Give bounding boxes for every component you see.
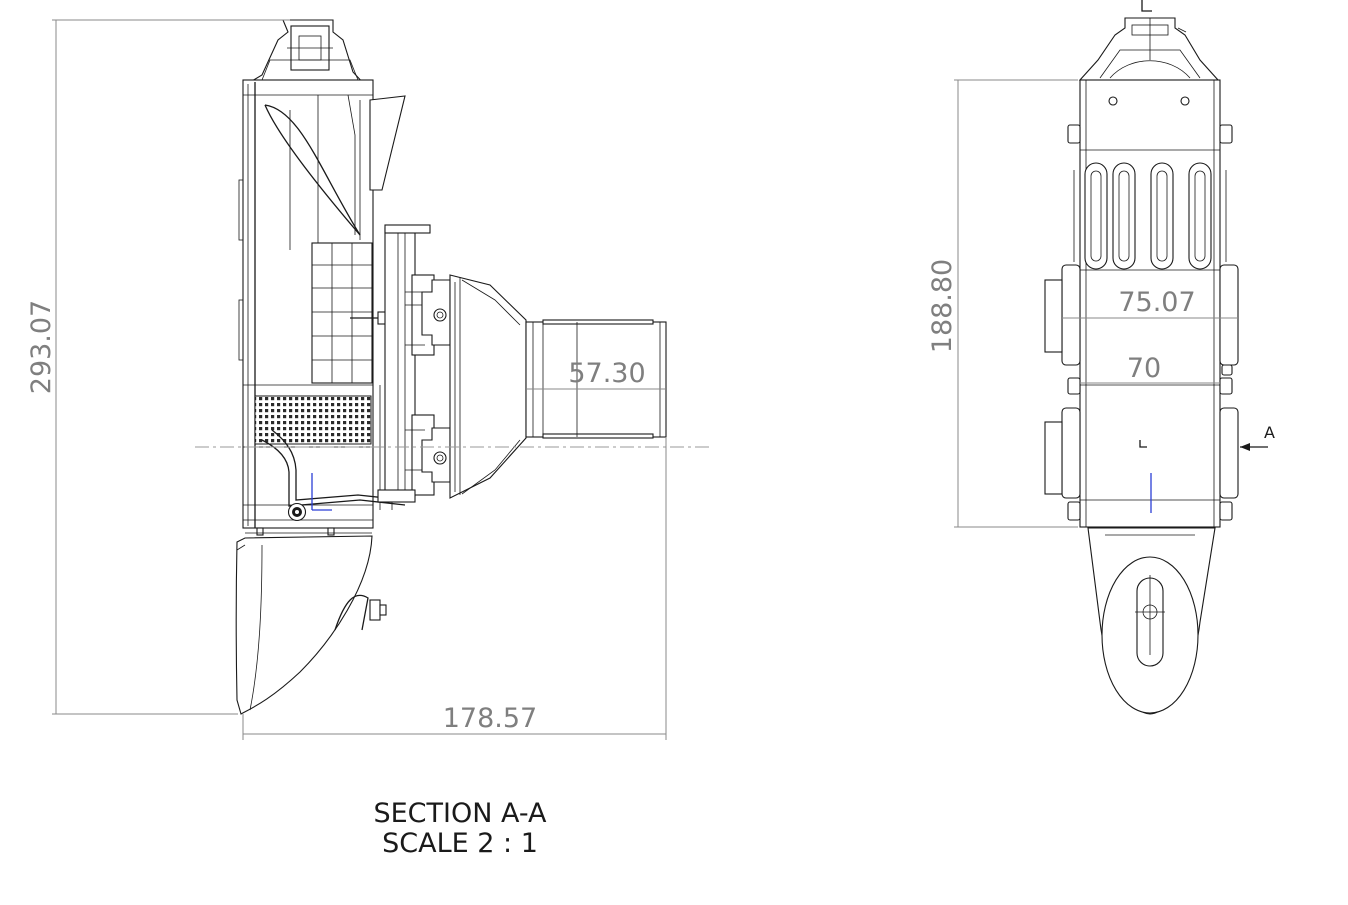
dimension-label-outlet-width: 57.30 [568,358,645,389]
front-origin-marker [1139,440,1147,448]
front-funnel [1087,527,1216,715]
caption-section-title: SECTION A-A [373,798,547,829]
dimension-front-width-inner: 70 [1080,353,1220,384]
section-arrow-label: A [1264,423,1275,442]
section-arrow: A [1240,423,1275,451]
bottom-scoop [235,535,387,715]
front-ventilation-slots [1084,162,1212,270]
dimension-label-front-width-outer: 75.07 [1118,287,1195,318]
mount-lug-lower [421,427,451,483]
caption-scale: SCALE 2 : 1 [382,828,538,859]
front-side-tabs [1044,124,1239,521]
dimension-section-height: 293.07 [26,19,290,715]
dimension-label-front-width-inner: 70 [1127,353,1161,384]
outlet-tube [525,319,667,439]
dimension-outlet-width: 57.30 [527,358,665,390]
transition-cone [449,274,527,499]
dimension-section-width: 178.57 [242,437,667,740]
view-caption: SECTION A-A SCALE 2 : 1 [373,798,547,859]
coordinate-axis-marker [311,473,332,511]
vent-grille [254,395,372,445]
dimension-label-section-width: 178.57 [443,703,537,734]
internal-grid-block [311,242,393,384]
dimension-front-height: 188.80 [927,79,1078,528]
front-top-connector [1078,17,1220,81]
mounting-plate [377,224,435,503]
front-main-body [1079,79,1221,528]
sensor-fitting [287,502,307,522]
section-view: 293.07 178.57 57.30 [26,19,712,740]
dimension-label-section-height: 293.07 [26,300,57,394]
front-view: A 188.80 75.07 70 [927,0,1275,715]
bottom-bolts [245,527,372,536]
dimension-front-width-outer: 75.07 [1062,287,1238,319]
dimension-label-front-height: 188.80 [927,259,958,353]
section-cut-marker-top [1141,0,1152,12]
